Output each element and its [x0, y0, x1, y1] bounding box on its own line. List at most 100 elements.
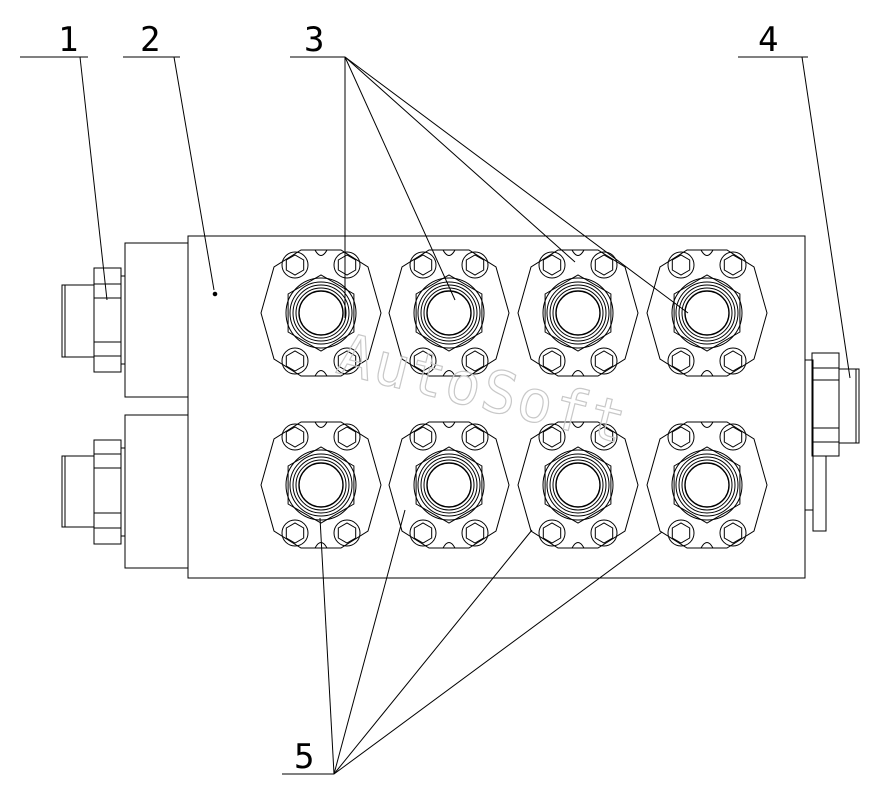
bolt-head-hex — [671, 350, 691, 372]
flange-notch — [314, 249, 328, 256]
bolt-head-hex — [413, 426, 433, 448]
callout-1: 1 — [20, 20, 108, 301]
union-nut-hex — [415, 274, 483, 352]
port-ring — [542, 277, 614, 349]
flange-outline — [646, 421, 768, 549]
flange-notch — [571, 249, 585, 256]
callout-5: 5 — [282, 509, 663, 777]
bolt-washer — [409, 347, 437, 375]
flange-notch — [314, 370, 328, 377]
callout-label-5: 5 — [294, 737, 314, 777]
port-ring — [413, 449, 485, 521]
flange-notch — [700, 421, 714, 428]
left-upper-fitting — [61, 267, 126, 373]
port-ring — [681, 287, 733, 339]
bolt-washer — [461, 347, 489, 375]
union-nut-hex — [673, 274, 741, 352]
callout-label-4: 4 — [758, 20, 778, 60]
bolt-head-hex — [594, 350, 614, 372]
flange-notch — [700, 542, 714, 549]
bolt-washer — [538, 423, 566, 451]
bolt-washer — [590, 519, 618, 547]
port-ring — [555, 462, 601, 508]
bolt-head-hex — [671, 522, 691, 544]
bolt-head-hex — [542, 254, 562, 276]
bolt-washer — [333, 251, 361, 279]
bolt-head-hex — [723, 254, 743, 276]
port-ring — [678, 456, 736, 514]
bolt-head-hex — [594, 254, 614, 276]
flange-outline — [646, 249, 768, 377]
right-side-fitting — [804, 352, 860, 532]
callout-label-2: 2 — [140, 20, 160, 60]
bolt-washer — [333, 423, 361, 451]
bolt-washer — [538, 519, 566, 547]
port-ring — [681, 459, 733, 511]
port-ring — [546, 453, 610, 517]
port-ring — [555, 290, 601, 336]
port-ring — [426, 290, 472, 336]
bolt-washer — [409, 251, 437, 279]
flange-notch — [700, 249, 714, 256]
flange-port-7 — [517, 421, 639, 549]
bolt-head-hex — [465, 350, 485, 372]
port-ring — [549, 456, 607, 514]
bolt-head-hex — [671, 426, 691, 448]
bolt-head-hex — [413, 350, 433, 372]
port-ring — [675, 453, 739, 517]
port-ring — [542, 449, 614, 521]
bolt-head-hex — [723, 522, 743, 544]
bolt-washer — [538, 251, 566, 279]
bolt-head-hex — [723, 350, 743, 372]
port-ring — [420, 284, 478, 342]
flange-port-6 — [388, 421, 510, 549]
callout-4: 4 — [738, 20, 851, 379]
bolt-head-hex — [542, 350, 562, 372]
port-ring — [426, 462, 472, 508]
bolt-washer — [590, 423, 618, 451]
bolt-head-hex — [337, 522, 357, 544]
port-ring — [678, 284, 736, 342]
callout-3: 3 — [290, 20, 689, 318]
bolt-washer — [409, 519, 437, 547]
flange-notch — [700, 370, 714, 377]
bolt-head-hex — [285, 254, 305, 276]
bolt-head-hex — [465, 426, 485, 448]
bolt-head-hex — [413, 254, 433, 276]
port-ring — [292, 284, 350, 342]
bolt-head-hex — [723, 426, 743, 448]
bolt-head-hex — [285, 350, 305, 372]
bolt-washer — [590, 251, 618, 279]
port-ring — [423, 287, 475, 339]
bolt-washer — [461, 519, 489, 547]
flange-outline — [388, 421, 510, 549]
reference-dot — [212, 291, 218, 297]
bolt-head-hex — [285, 426, 305, 448]
port-ring — [417, 281, 481, 345]
flange-notch — [314, 421, 328, 428]
port-ring — [417, 453, 481, 517]
bolt-washer — [667, 423, 695, 451]
bolt-washer — [667, 519, 695, 547]
bolt-washer — [461, 251, 489, 279]
bolt-washer — [538, 347, 566, 375]
port-ring — [292, 456, 350, 514]
bolt-head-hex — [337, 254, 357, 276]
flange-notch — [442, 370, 456, 377]
bolt-head-hex — [337, 426, 357, 448]
bolt-washer — [333, 519, 361, 547]
bolt-washer — [719, 347, 747, 375]
union-nut-hex — [415, 446, 483, 524]
port-ring — [289, 453, 353, 517]
bolt-head-hex — [465, 522, 485, 544]
bolt-head-hex — [594, 426, 614, 448]
left-upper-housing — [124, 242, 189, 398]
bolt-head-hex — [542, 426, 562, 448]
flange-port-5 — [260, 421, 382, 549]
bolt-washer — [590, 347, 618, 375]
port-ring — [675, 281, 739, 345]
flange-port-4 — [646, 249, 768, 377]
left-lower-housing — [124, 414, 189, 569]
